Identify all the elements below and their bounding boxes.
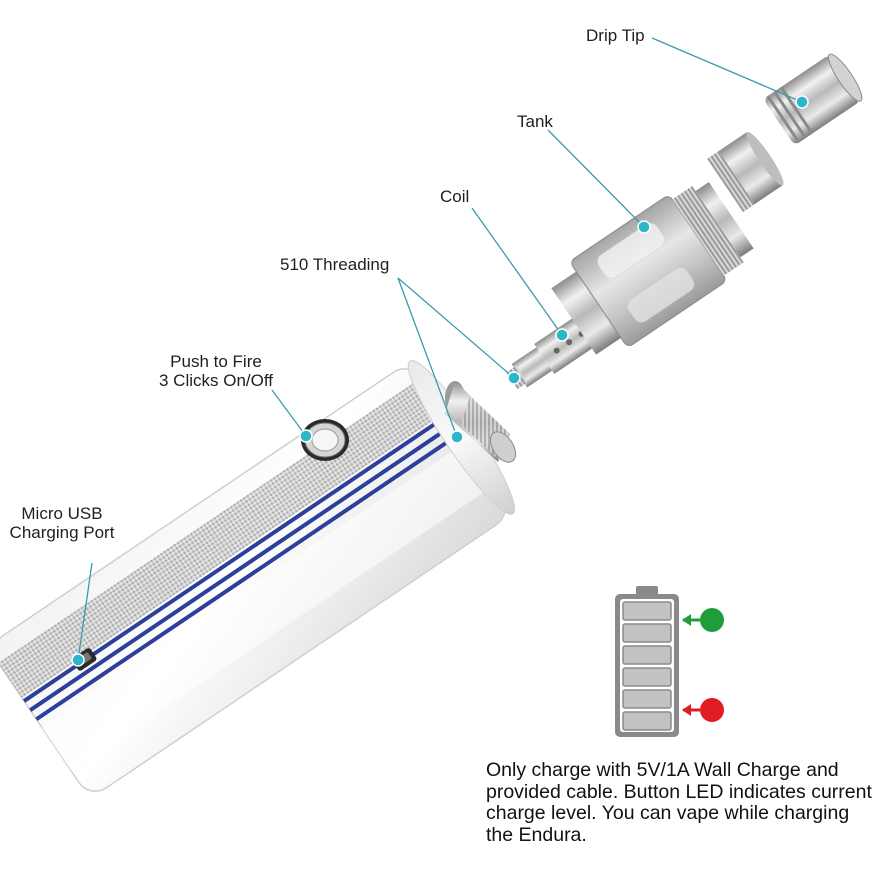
- leader-lines: [77, 37, 803, 661]
- coil-dot: [555, 328, 569, 342]
- led-low-indicator: [682, 698, 724, 722]
- tank-dot: [637, 220, 651, 234]
- drip-tip: [765, 53, 863, 144]
- threading-ring: [445, 381, 517, 463]
- fire-button-dot: [299, 429, 313, 443]
- label-510-threading: 510 Threading: [280, 255, 390, 274]
- label-micro-usb: Micro USB Charging Port: [2, 504, 122, 542]
- label-usb-line2: Charging Port: [9, 523, 115, 542]
- usb-port-dot: [71, 653, 85, 667]
- label-push-to-fire: Push to Fire 3 Clicks On/Off: [145, 352, 287, 390]
- drip-tip-ring: [707, 131, 784, 212]
- blue-stripes: [22, 414, 461, 721]
- threading-dot-ring: [450, 430, 464, 444]
- tank: [551, 182, 754, 355]
- arrow-left-icon: [682, 704, 691, 716]
- label-tank: Tank: [517, 112, 553, 131]
- threading-dot-coil: [507, 371, 521, 385]
- label-coil: Coil: [440, 187, 470, 206]
- label-drip-tip: Drip Tip: [586, 26, 645, 45]
- battery-mod-body: [0, 360, 516, 792]
- arrow-left-icon: [682, 614, 691, 626]
- label-usb-line1: Micro USB: [21, 504, 103, 523]
- charging-note: Only charge with 5V/1A Wall Charge and p…: [486, 759, 872, 846]
- drip-tip-dot: [795, 95, 809, 109]
- callout-dots: [71, 95, 809, 667]
- led-full-indicator: [682, 608, 724, 632]
- fire-button[interactable]: [301, 419, 349, 461]
- label-push-line1: Push to Fire: [170, 352, 262, 371]
- battery-icon: [615, 586, 679, 737]
- label-push-line2: 3 Clicks On/Off: [159, 371, 273, 390]
